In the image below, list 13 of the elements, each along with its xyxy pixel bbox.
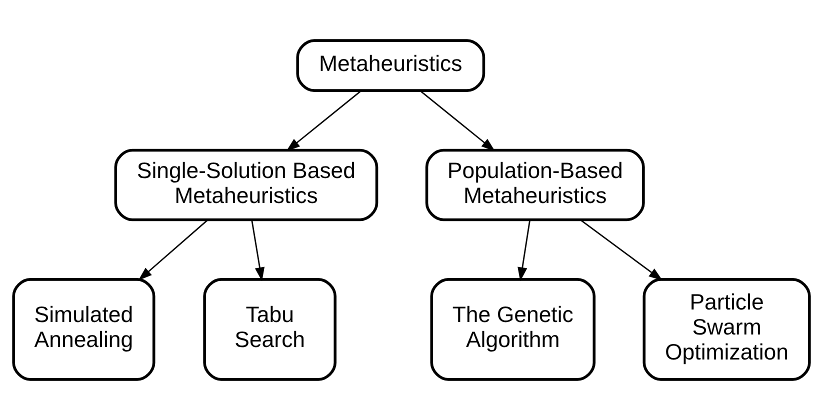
arrow <box>420 90 496 151</box>
node-box: Simulated Annealing <box>12 278 156 380</box>
arrow <box>251 219 265 281</box>
node-box: Particle Swarm Optimization <box>642 278 811 380</box>
node-box: Population-Based Metaheuristics <box>425 148 645 221</box>
node-box: Metaheuristics <box>296 38 486 92</box>
node-box: Single-Solution Based Metaheuristics <box>114 148 378 221</box>
arrow <box>518 219 531 281</box>
node-box: Tabu Search <box>203 278 336 380</box>
node-box: The Genetic Algorithm <box>430 278 596 380</box>
arrow <box>138 218 208 280</box>
arrow <box>580 218 663 280</box>
arrow <box>286 90 362 151</box>
